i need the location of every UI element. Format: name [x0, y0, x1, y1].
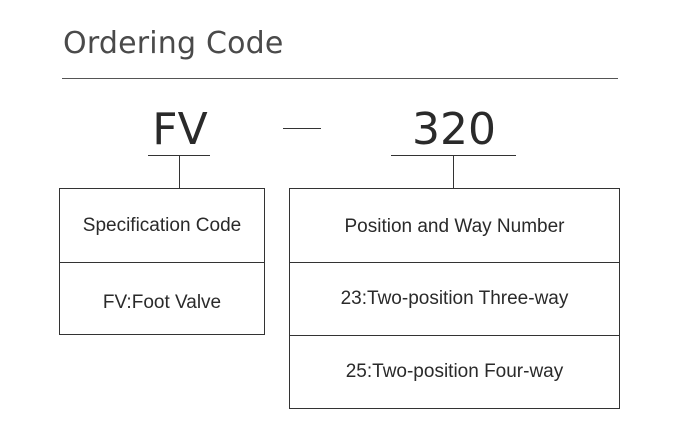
code-part-fv: FV	[152, 104, 208, 155]
code-number-connector	[453, 155, 454, 189]
code-dash	[283, 128, 321, 129]
specification-code-box: Specification Code FV:Foot Valve	[59, 188, 265, 335]
title-divider	[62, 78, 618, 79]
position-item: 25:Two-position Four-way	[345, 361, 564, 382]
position-way-box: Position and Way Number 23:Two-position …	[289, 188, 620, 409]
position-header: Position and Way Number	[344, 215, 565, 237]
code-fv-connector	[179, 155, 180, 189]
position-item: 23:Two-position Three-way	[340, 288, 569, 309]
position-divider-1	[290, 262, 619, 263]
page-title: Ordering Code	[63, 26, 284, 61]
specification-divider	[60, 262, 264, 263]
position-divider-2	[290, 335, 619, 336]
specification-header: Specification Code	[82, 214, 242, 236]
code-part-number: 320	[412, 104, 496, 155]
specification-item: FV:Foot Valve	[102, 292, 222, 313]
